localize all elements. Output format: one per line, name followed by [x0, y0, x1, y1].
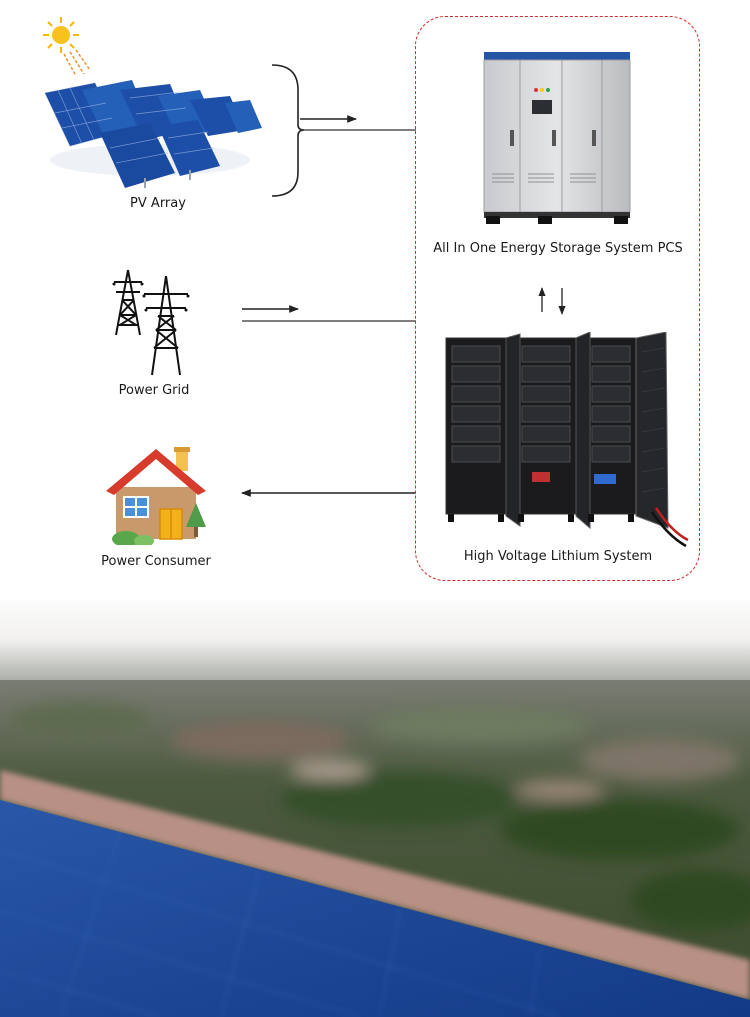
pcs-cabinet-icon — [483, 52, 631, 224]
house-icon — [106, 447, 206, 545]
storage-system-dashed-box — [415, 16, 700, 581]
pv-array-label: PV Array — [130, 196, 186, 211]
battery-rack-icon — [445, 332, 689, 548]
transmission-tower-icon — [112, 269, 190, 376]
lithium-system-label: High Voltage Lithium System — [463, 549, 653, 564]
power-consumer-label: Power Consumer — [101, 554, 211, 569]
sun-icon — [43, 17, 91, 77]
power-grid-label: Power Grid — [118, 383, 190, 398]
pv-bracket — [271, 64, 305, 197]
connector-lines — [241, 64, 566, 497]
pcs-label: All In One Energy Storage System PCS — [433, 241, 683, 256]
solar-panel-array-icon — [44, 80, 262, 188]
energy-storage-diagram: PV Array Power Grid Power Consumer — [43, 16, 700, 581]
